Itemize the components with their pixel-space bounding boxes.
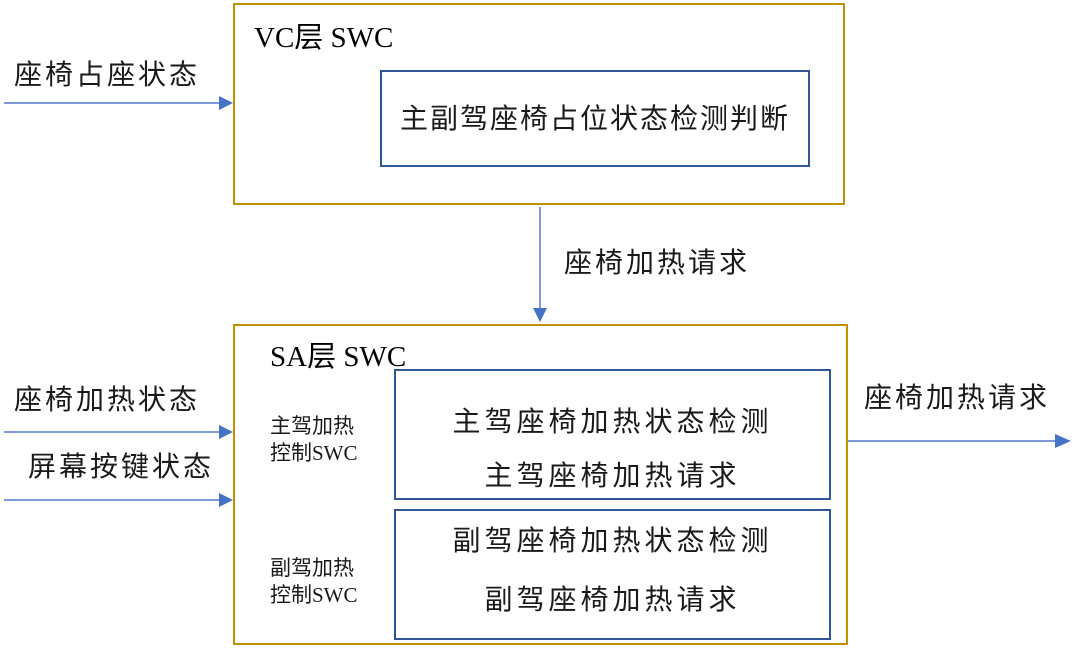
flow-label-screen-button: 屏幕按键状态 [28,451,215,482]
passenger-heating-box-line2: 副驾座椅加热请求 [484,584,741,615]
driver-heating-box: 主驾座椅加热状态检测 主驾座椅加热请求 [394,369,831,500]
arrow-heat-request-vc-to-sa [533,207,547,322]
flow-label-heat-status: 座椅加热状态 [14,384,201,415]
passenger-heating-swc-label-line2: 控制SWC [270,583,358,607]
passenger-heating-swc-label: 副驾加热 控制SWC [270,555,358,609]
flow-label-seat-occupancy: 座椅占座状态 [14,59,201,90]
vc-layer-block: VC层 SWC 主副驾座椅占位状态检测判断 [233,3,845,205]
sa-layer-block: SA层 SWC 主驾加热 控制SWC 主驾座椅加热状态检测 主驾座椅加热请求 副… [233,324,848,645]
vc-layer-title: VC层 SWC [254,22,394,54]
arrow-heat-request-out [848,434,1071,448]
passenger-heating-box: 副驾座椅加热状态检测 副驾座椅加热请求 [394,509,831,640]
arrow-screen-button-in [4,493,233,507]
driver-heating-box-line2: 主驾座椅加热请求 [484,460,741,491]
arrow-seat-occupancy-in [4,96,233,110]
driver-heating-swc-label-line2: 控制SWC [270,441,358,465]
flow-label-heat-request-mid: 座椅加热请求 [564,247,751,278]
passenger-heating-box-line1: 副驾座椅加热状态检测 [452,525,773,556]
passenger-heating-swc-label-line1: 副驾加热 [270,556,354,580]
arrow-heat-status-in [4,425,233,439]
vc-occupancy-detection-text: 主副驾座椅占位状态检测判断 [399,102,790,134]
driver-heating-swc-label: 主驾加热 控制SWC [270,413,358,467]
driver-heating-swc-label-line1: 主驾加热 [270,414,354,438]
flow-label-heat-request-out: 座椅加热请求 [864,382,1051,413]
vc-occupancy-detection-box: 主副驾座椅占位状态检测判断 [380,70,810,167]
sa-layer-title: SA层 SWC [270,341,407,373]
driver-heating-box-line1: 主驾座椅加热状态检测 [452,406,773,437]
